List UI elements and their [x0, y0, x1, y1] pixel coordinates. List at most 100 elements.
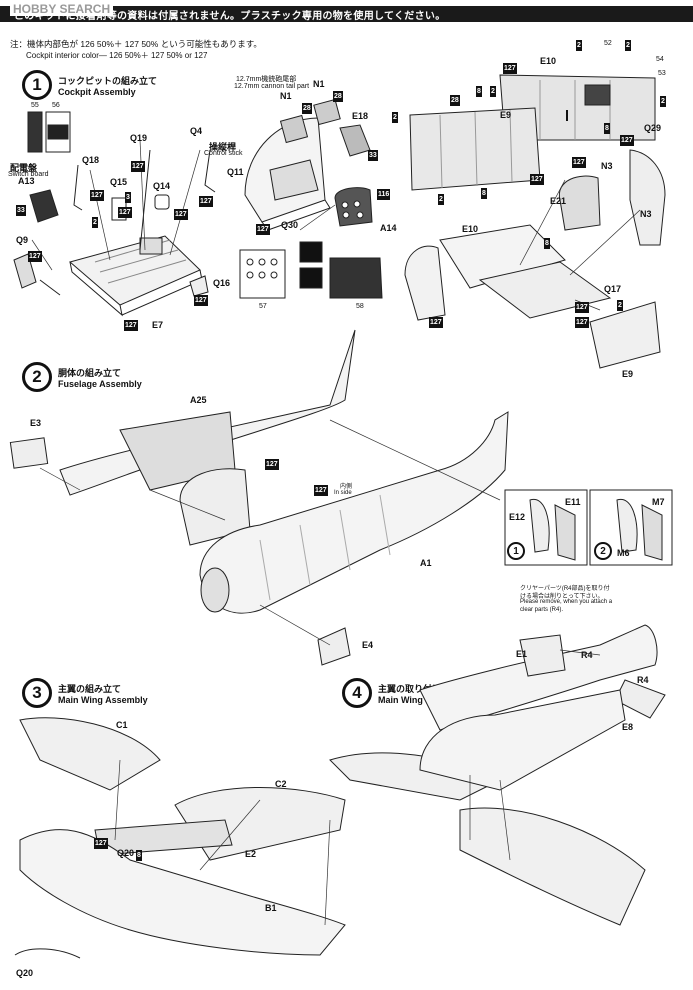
part-label: Q9	[16, 235, 29, 245]
inside-label-ja: 内側	[340, 484, 353, 490]
part-label: N1	[313, 79, 325, 89]
decal-number: 55	[31, 102, 39, 109]
paint-code: 127	[429, 317, 443, 328]
step-2-title-en: Fuselage Assembly	[58, 378, 142, 389]
part-label: Q29	[644, 123, 662, 133]
part-label: E8	[622, 722, 634, 732]
header-banner-text: このキットに接着剤等の資料は付属されません。プラスチック専用の物を使用してくださ…	[14, 11, 446, 22]
paint-code: 8	[476, 86, 482, 97]
step-3-title-ja: 主翼の組み立て	[58, 683, 122, 694]
part-label: Q11	[227, 167, 244, 177]
paint-code: 2	[617, 300, 623, 311]
part-label: Q16	[213, 278, 231, 288]
part-label: Q4	[190, 126, 203, 136]
paint-code: 28	[302, 103, 312, 114]
part-label: A13	[18, 176, 35, 186]
paint-code: 127	[199, 196, 213, 207]
paint-code: 2	[490, 86, 496, 97]
part-label: Q15	[110, 177, 128, 187]
decal-number: 56	[52, 102, 60, 109]
part-label: E21	[550, 196, 567, 206]
part-label: Q18	[82, 155, 100, 165]
part-label: Q30	[281, 220, 299, 230]
paint-code: 127	[572, 157, 586, 168]
watermark-logo: HOBBY SEARCH	[10, 2, 114, 16]
inside-label-en: In side	[334, 490, 352, 496]
variant-1-badge: 1	[507, 542, 525, 560]
part-label: A14	[380, 223, 397, 233]
part-label: E2	[245, 849, 257, 859]
cannon-label-ja: 12.7mm機銃砲尾部	[236, 76, 297, 83]
part-label: Q17	[604, 284, 622, 294]
paint-code	[566, 110, 568, 121]
part-label: N3	[640, 209, 652, 219]
paint-code: 127	[90, 190, 104, 201]
paint-code: 127	[118, 207, 132, 218]
step-4-title-ja: 主翼の取り付け	[378, 683, 442, 694]
interior-color-note-en: Cockpit interior color— 126 50%＋ 127 50%…	[26, 51, 208, 60]
step-2-header: 2 胴体の組み立て Fuselage Assembly	[22, 362, 142, 392]
part-label: B1	[265, 903, 277, 913]
part-label: E12	[509, 512, 526, 522]
paint-code: 2	[392, 112, 398, 123]
paint-code: 2	[625, 40, 631, 51]
decal-number: 58	[356, 303, 364, 310]
step-3-number: 3	[22, 678, 52, 708]
part-label: A25	[190, 395, 207, 405]
paint-code: 8	[604, 123, 610, 134]
paint-code: 33	[16, 205, 26, 216]
part-label: E9	[622, 369, 634, 379]
clear-parts-note-en-1: Please remove, when you attach a	[520, 599, 613, 605]
part-label: C2	[275, 779, 287, 789]
paint-code: 127	[575, 302, 589, 313]
part-label: M7	[652, 497, 665, 507]
paint-code: 28	[450, 95, 460, 106]
part-label: R4	[581, 650, 593, 660]
paint-code: 127	[620, 135, 634, 146]
part-label: N1	[280, 91, 292, 101]
paint-code: 8	[136, 850, 142, 861]
part-label: A1	[420, 558, 432, 568]
part-label: Q20	[16, 968, 34, 978]
decal-number: 57	[259, 303, 267, 310]
switch-board-label-ja: 配電盤	[10, 163, 38, 173]
part-label: E10	[462, 224, 479, 234]
part-label: E7	[152, 320, 164, 330]
step-1-title-en: Cockpit Assembly	[58, 86, 136, 97]
control-stick-label-en: Control stick	[204, 150, 243, 157]
clear-parts-note-ja-1: クリヤーパーツ(R4部品)を取り付	[520, 586, 610, 592]
header-bar: このキットに接着剤等の資料は付属されません。プラスチック専用の物を使用してくださ…	[0, 0, 693, 28]
paint-code: 127	[28, 251, 42, 262]
paint-code: 33	[368, 150, 378, 161]
paint-code: 127	[131, 161, 145, 172]
step-4-number: 4	[342, 678, 372, 708]
paint-code: 127	[124, 320, 138, 331]
part-label: E3	[30, 418, 42, 428]
switch-board-label-en: Switch board	[8, 171, 49, 178]
step-1-title-ja: コックピットの組み立て	[58, 75, 158, 86]
paint-code: 2	[576, 40, 582, 51]
paint-code: 116	[377, 189, 391, 200]
clear-parts-note-ja-2: ける場合は削りとって下さい。	[520, 594, 604, 600]
paint-code: 2	[438, 194, 444, 205]
step-3-header: 3 主翼の組み立て Main Wing Assembly	[22, 678, 148, 708]
paint-code: 127	[174, 209, 188, 220]
paint-code: 127	[503, 63, 517, 74]
part-label: E11	[565, 497, 581, 507]
variant-2-badge: 2	[594, 542, 612, 560]
header-banner-bar	[0, 6, 693, 22]
part-label: Q19	[130, 133, 148, 143]
paint-code: 8	[544, 238, 550, 249]
paint-code: 2	[660, 96, 666, 107]
part-label: Q20	[117, 848, 135, 858]
part-label: E1	[516, 649, 528, 659]
paint-code: 28	[333, 91, 343, 102]
cannon-label-en: 12.7mm cannon tail part	[234, 83, 310, 90]
part-label: Q14	[153, 181, 171, 191]
step-1-number: 1	[22, 70, 52, 100]
part-label: N3	[601, 161, 613, 171]
step-2-number: 2	[22, 362, 52, 392]
paint-code: 127	[575, 317, 589, 328]
part-label: E9	[500, 110, 512, 120]
